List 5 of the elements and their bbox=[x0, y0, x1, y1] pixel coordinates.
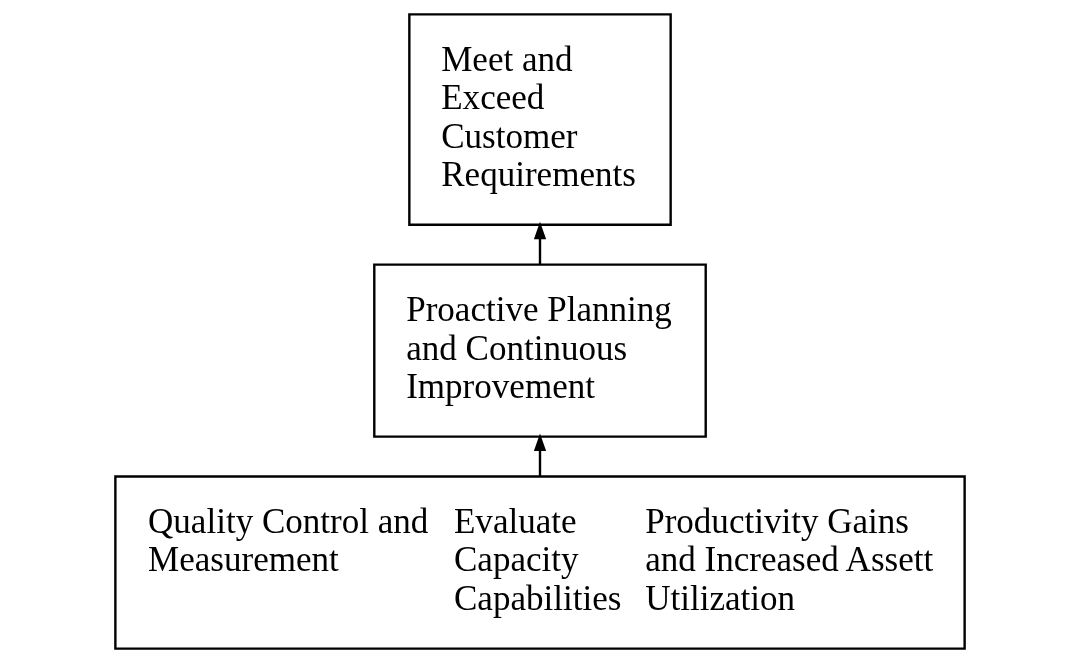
node-box: Proactive Planning and Continuous Improvement bbox=[373, 263, 707, 438]
node-box: Quality Control and Measurement Evaluate Capacity Capabilities Productivity Gains and Increased Assett Utilization bbox=[114, 475, 966, 650]
node-box: Meet and Exceed Customer Requirements bbox=[408, 13, 672, 226]
arrow bbox=[533, 433, 547, 477]
arrow bbox=[533, 221, 547, 265]
